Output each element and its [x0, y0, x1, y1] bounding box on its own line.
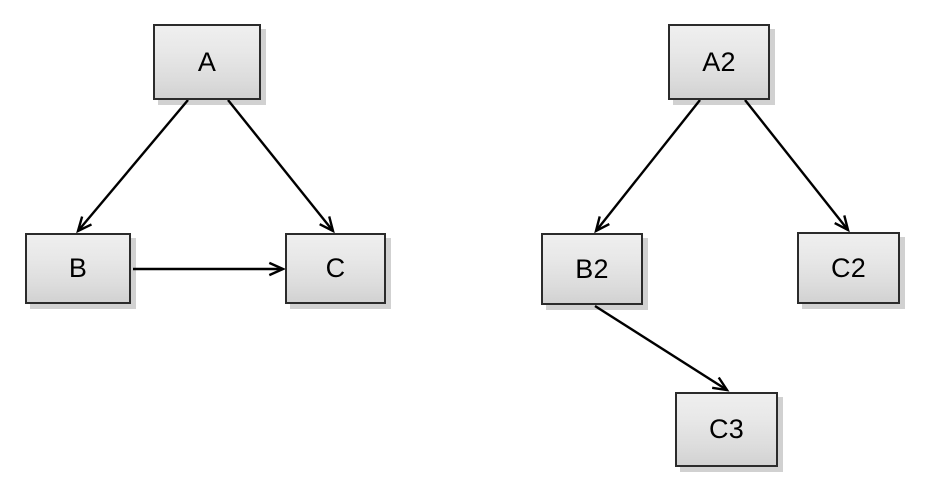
node-a2[interactable]: A2	[668, 24, 770, 100]
node-label: C	[325, 253, 346, 283]
arrowhead-icon	[834, 215, 850, 233]
node-b2[interactable]: B2	[541, 233, 643, 305]
edge-a2-to-b2	[594, 99, 701, 234]
node-a[interactable]: A	[153, 24, 261, 100]
edge-line	[595, 99, 701, 232]
node-label: A	[197, 46, 217, 77]
edge-a-to-c	[227, 99, 335, 234]
edge-a2-to-c2	[744, 99, 850, 233]
edge-line	[227, 99, 334, 232]
node-c[interactable]: C	[285, 233, 386, 304]
edge-line	[594, 304, 728, 392]
arrowhead-icon	[268, 261, 286, 277]
edge-line	[77, 99, 189, 232]
edge-b-to-c	[133, 261, 286, 277]
arrowhead-icon	[711, 376, 730, 392]
node-b[interactable]: B	[25, 233, 131, 304]
arrowhead-icon	[76, 216, 93, 234]
edge-a-to-b	[76, 99, 189, 234]
arrowhead-icon	[594, 216, 610, 234]
edge-line	[744, 99, 849, 231]
edge-b2-to-c3	[594, 304, 730, 392]
node-label: C2	[831, 252, 866, 283]
node-label: B	[68, 253, 88, 283]
node-label: A2	[702, 46, 736, 77]
node-label: B2	[575, 253, 609, 284]
node-c2[interactable]: C2	[797, 232, 900, 304]
node-label: C3	[709, 414, 744, 444]
node-c3[interactable]: C3	[675, 392, 778, 467]
arrowhead-icon	[319, 216, 335, 234]
